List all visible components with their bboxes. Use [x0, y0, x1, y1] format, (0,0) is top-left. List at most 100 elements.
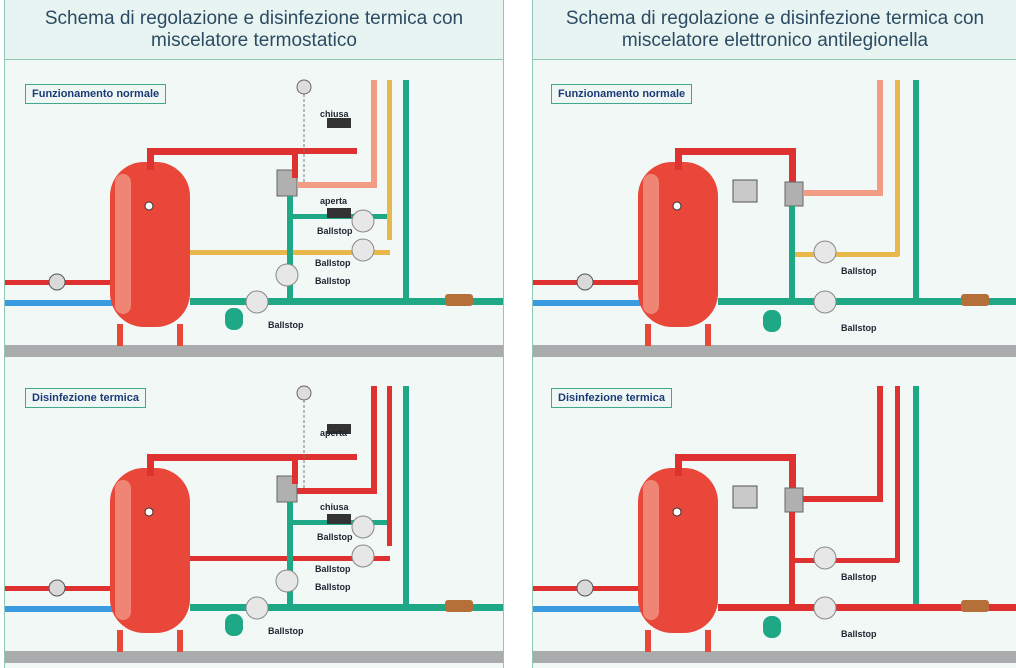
solenoid-valve [327, 118, 351, 128]
tank-highlight [115, 174, 131, 314]
panel-title-line2: miscelatore elettronico antilegionella [621, 30, 929, 51]
hot-drop [789, 454, 796, 494]
mixed-outlet-pipe [803, 496, 883, 502]
ballstop-valve [351, 209, 375, 233]
tank-leg [705, 324, 711, 346]
hot-supply-pipe [675, 150, 682, 170]
ballstop-valve [275, 263, 299, 287]
ballstop-label: Ballstop [315, 582, 351, 592]
ballstop-label: Ballstop [315, 564, 351, 574]
recirc-branch [287, 502, 293, 608]
tank-leg [117, 324, 123, 346]
ballstop-label: Ballstop [315, 258, 351, 268]
tank-leg [177, 630, 183, 652]
hot-to-valve [297, 454, 357, 460]
mode-badge: Funzionamento normale [551, 84, 693, 104]
hot-riser [387, 386, 392, 546]
tank-highlight [115, 480, 131, 620]
ballstop-valve [813, 290, 837, 314]
recirc-branch [789, 206, 795, 302]
hot-to-mixer [292, 148, 298, 178]
ballstop-valve [245, 596, 269, 620]
ballstop-label: Ballstop [317, 226, 353, 236]
solenoid-valve [327, 424, 351, 434]
panel-title-line1: Schema di regolazione e disinfezione ter… [44, 8, 464, 29]
recirc-riser [913, 80, 919, 302]
solenoid-valve [327, 208, 351, 218]
thermostat-timer [296, 385, 312, 401]
recirc-pipe [190, 604, 503, 611]
expansion-vessel [225, 614, 243, 636]
scene-thermal-disinfection: Disinfezione termica aperta chiusa Balls… [5, 368, 503, 668]
mixed-riser [877, 386, 883, 502]
ballstop-label: Ballstop [268, 320, 304, 330]
recirc-branch [789, 512, 795, 608]
thermostatic-disinfection-diagram [5, 385, 503, 663]
mode-badge: Funzionamento normale [25, 84, 167, 104]
solenoid-valve [327, 514, 351, 524]
floor [533, 651, 1016, 663]
expansion-vessel [763, 616, 781, 638]
hot-to-valve [297, 148, 357, 154]
mixed-outlet-pipe [297, 488, 377, 494]
ballstop-valve [813, 240, 837, 264]
hot-supply-pipe [147, 148, 297, 155]
recirc-pipe [190, 298, 503, 305]
recirc-riser [403, 386, 409, 608]
electronic-controller [732, 179, 758, 203]
tank-leg [117, 630, 123, 652]
electronic-controller [732, 485, 758, 509]
tank-highlight [643, 480, 659, 620]
pump-icon [576, 579, 594, 597]
thermometer-icon [144, 507, 154, 517]
tank-leg [177, 324, 183, 346]
ballstop-valve [813, 596, 837, 620]
valve-state-label: aperta [320, 196, 348, 206]
panel-thermostatic: Schema di regolazione e disinfezione ter… [4, 0, 504, 668]
ballstop-valve [351, 544, 375, 568]
panel-title-line1: Schema di regolazione e disinfezione ter… [565, 8, 985, 29]
tank-leg [645, 324, 651, 346]
thermometer-icon [144, 201, 154, 211]
floor [5, 651, 503, 663]
expansion-vessel [763, 310, 781, 332]
pump-icon [48, 579, 66, 597]
hot-supply-pipe [147, 456, 154, 476]
panel-title-line2: miscelatore termostatico [151, 30, 357, 51]
mode-badge: Disinfezione termica [551, 388, 672, 408]
electronic-normal-diagram [533, 80, 1016, 357]
hot-to-mixer [292, 454, 298, 484]
electronic-disinfection-diagram [533, 386, 1016, 663]
hot-supply-pipe [675, 454, 795, 461]
hot-supply-pipe [147, 454, 297, 461]
mixed-return-riser [895, 386, 900, 562]
panel-electronic: Schema di regolazione e disinfezione ter… [532, 0, 1016, 668]
mixed-riser [371, 80, 377, 188]
ballstop-valve [275, 569, 299, 593]
hot-supply-pipe [675, 148, 795, 155]
balancing-valve [961, 294, 989, 306]
expansion-vessel [225, 308, 243, 330]
cold-inlet-pipe [533, 606, 653, 612]
balancing-valve [445, 294, 473, 306]
hot-supply-pipe [147, 150, 154, 170]
ballstop-valve [813, 546, 837, 570]
ballstop-label: Ballstop [841, 266, 877, 276]
panel-title: Schema di regolazione e disinfezione ter… [5, 0, 503, 60]
recirc-riser [403, 80, 409, 302]
ballstop-valve [351, 515, 375, 539]
ballstop-label: Ballstop [317, 532, 353, 542]
ballstop-label: Ballstop [841, 323, 877, 333]
ballstop-label: Ballstop [315, 276, 351, 286]
panel-title: Schema di regolazione e disinfezione ter… [533, 0, 1016, 60]
hot-supply-pipe [675, 456, 682, 476]
mixed-outlet-pipe [803, 190, 883, 196]
scene-thermal-disinfection: Disinfezione termica Ballstop Ballstop [533, 368, 1016, 668]
hot-drop [789, 148, 796, 188]
mode-badge: Disinfezione termica [25, 388, 146, 408]
electronic-mixer [784, 181, 804, 207]
recirc-branch [287, 196, 293, 302]
mixed-outlet-pipe [297, 182, 377, 188]
pump-icon [48, 273, 66, 291]
electronic-mixer [784, 487, 804, 513]
